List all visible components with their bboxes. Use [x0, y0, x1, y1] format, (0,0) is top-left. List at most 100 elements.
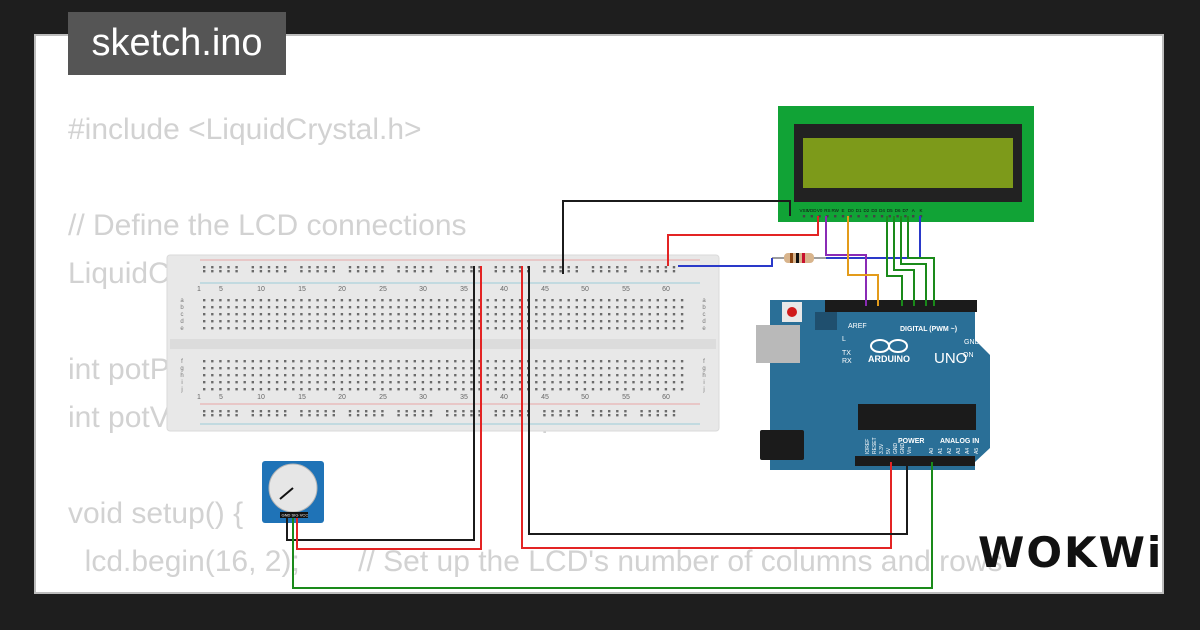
- analog-pin-label: A2: [947, 448, 953, 454]
- brand-label: ARDUINO: [868, 354, 910, 364]
- wokwi-logo: WOKWi: [978, 528, 1164, 577]
- column-number: 50: [581, 286, 589, 293]
- column-number: 15: [298, 286, 306, 293]
- lcd-screen: [803, 138, 1013, 188]
- row-letter: c: [703, 312, 706, 318]
- lcd-pin-label: D6: [895, 208, 901, 213]
- row-letter: h: [702, 373, 705, 379]
- column-number: 60: [662, 394, 670, 401]
- row-letter: i: [703, 380, 704, 386]
- lcd-pin-label: VSS: [799, 208, 808, 213]
- column-number: 50: [581, 394, 589, 401]
- l-label: L: [842, 336, 846, 343]
- wire: [907, 216, 935, 306]
- power-pin-label: GND: [900, 443, 906, 455]
- row-letter: h: [180, 373, 183, 379]
- on-label: ON: [963, 352, 974, 359]
- row-letter: c: [181, 312, 184, 318]
- column-number: 15: [298, 394, 306, 401]
- lcd-pin-label: D7: [903, 208, 909, 213]
- column-number: 20: [338, 394, 346, 401]
- column-number: 35: [460, 286, 468, 293]
- power-pin-label: RESET: [872, 437, 878, 454]
- analog-pin-label: A5: [974, 448, 980, 454]
- row-letter: e: [702, 326, 706, 332]
- power-label: POWER: [898, 438, 924, 445]
- wire: [292, 462, 933, 589]
- wire: [847, 216, 879, 306]
- pot-pin-label: VCC: [300, 513, 309, 518]
- column-number: 55: [622, 394, 630, 401]
- power-jack: [760, 430, 804, 460]
- wires: [286, 200, 935, 589]
- wire: [826, 216, 921, 259]
- digital-label: DIGITAL (PWM ~): [900, 326, 957, 333]
- lcd-pin-label: D3: [871, 208, 877, 213]
- lcd-pin-label: RS: [824, 208, 830, 213]
- wire: [562, 200, 791, 274]
- rx-label: RX: [842, 358, 852, 365]
- column-number: 5: [219, 394, 223, 401]
- lcd-pin-label: D1: [856, 208, 862, 213]
- column-number: 45: [541, 394, 549, 401]
- wire: [678, 258, 773, 267]
- power-pin-label: Vin: [907, 447, 913, 454]
- lcd-pin-label: D5: [887, 208, 893, 213]
- column-number: 1: [197, 394, 201, 401]
- atmega-chip: [858, 404, 976, 430]
- wire: [886, 216, 903, 306]
- power-header: [855, 456, 975, 466]
- lcd-pin-label: A: [912, 208, 915, 213]
- pot-pin-label: SIG: [292, 513, 299, 518]
- wire: [286, 266, 475, 541]
- wire: [521, 266, 892, 549]
- arduino-uno[interactable]: AREF DIGITAL (PWM ~) UNO ARDUINO ON L TX…: [756, 300, 990, 470]
- column-number: 10: [257, 286, 265, 293]
- analog-pin-label: A0: [929, 448, 935, 454]
- pot-pin-label: GND: [282, 513, 291, 518]
- sketch-title: sketch.ino: [68, 12, 286, 75]
- resistor[interactable]: [772, 253, 826, 263]
- usb-port: [756, 325, 800, 363]
- row-letter: d: [702, 319, 705, 325]
- wire: [825, 216, 867, 306]
- column-number: 35: [460, 394, 468, 401]
- gnd-label: GND: [964, 339, 980, 346]
- analog-label: ANALOG IN: [940, 438, 979, 445]
- wire: [296, 266, 482, 550]
- row-letter: f: [181, 359, 183, 365]
- row-letter: b: [180, 305, 184, 311]
- row-letter: e: [180, 326, 184, 332]
- aref-label: AREF: [848, 323, 867, 330]
- row-letter: f: [703, 359, 705, 365]
- analog-pin-label: A3: [956, 448, 962, 454]
- wire: [893, 216, 915, 306]
- analog-pin-label: A4: [965, 448, 971, 454]
- row-letter: i: [181, 380, 182, 386]
- power-pin-label: 5V: [886, 447, 892, 454]
- column-number: 25: [379, 286, 387, 293]
- column-number: 25: [379, 394, 387, 401]
- column-number: 40: [500, 286, 508, 293]
- lcd-pin-label: E: [841, 208, 844, 213]
- lcd-pin-label: D2: [864, 208, 870, 213]
- analog-pin-label: A1: [938, 448, 944, 454]
- column-number: 60: [662, 286, 670, 293]
- column-number: 40: [500, 394, 508, 401]
- column-number: 45: [541, 286, 549, 293]
- column-number: 30: [419, 286, 427, 293]
- lcd-pin-label: D0: [848, 208, 854, 213]
- column-number: 5: [219, 286, 223, 293]
- row-letter: g: [180, 366, 183, 372]
- column-number: 20: [338, 286, 346, 293]
- lcd-pin-label: V0: [817, 208, 823, 213]
- wire: [900, 216, 927, 306]
